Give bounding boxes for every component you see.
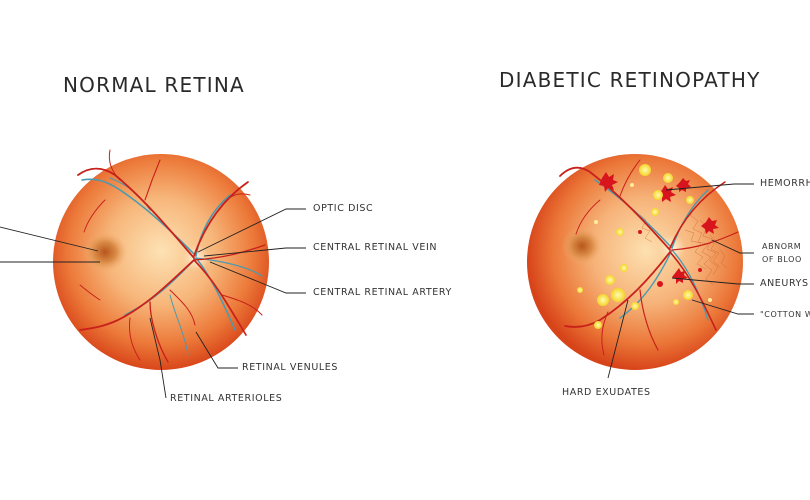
label-optic-disc: OPTIC DISC	[313, 203, 374, 214]
diabetic-arteries	[559, 159, 739, 356]
normal-retina	[53, 149, 269, 370]
label-central-retinal-artery: CENTRAL RETINAL ARTERY	[313, 287, 452, 298]
diabetic-leader-lines	[607, 183, 754, 379]
normal-arteries	[77, 149, 266, 363]
macula	[83, 232, 127, 272]
exudates	[577, 164, 694, 329]
label-aneurysm: ANEURYS	[760, 278, 809, 289]
label-abnormal-growth-2: OF BLOO	[762, 255, 802, 264]
label-hemorrhages: HEMORRH	[760, 178, 810, 189]
diabetic-macula	[562, 227, 602, 265]
label-abnormal-growth-1: ABNORM	[762, 242, 802, 251]
label-retinal-arterioles: RETINAL ARTERIOLES	[170, 393, 283, 404]
diabetic-retinopathy-title: DIABETIC RETINOPATHY	[499, 68, 761, 92]
label-retinal-venules: RETINAL VENULES	[242, 362, 339, 373]
normal-leader-lines	[0, 208, 306, 399]
label-central-retinal-vein: CENTRAL RETINAL VEIN	[313, 242, 438, 253]
label-cotton-wool: "COTTON WO	[760, 310, 810, 319]
normal-retina-title: NORMAL RETINA	[63, 73, 245, 97]
label-hard-exudates: HARD EXUDATES	[562, 387, 651, 398]
